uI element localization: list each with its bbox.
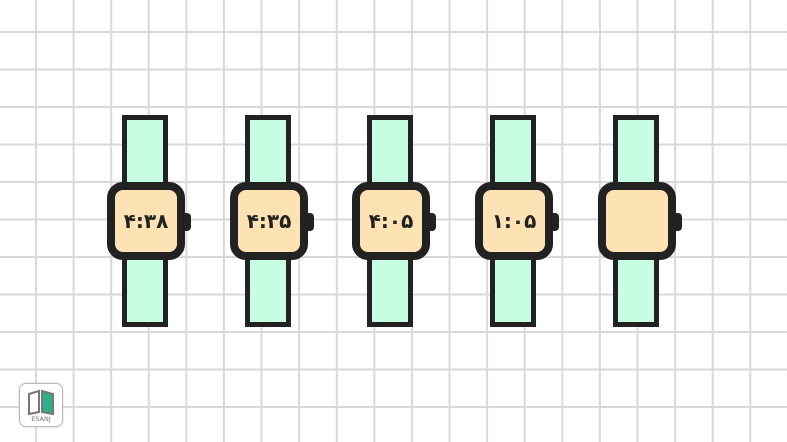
watch-face: ۴:۰۵ — [352, 182, 430, 260]
watch-strap-bottom — [367, 255, 413, 327]
watch-crown — [428, 213, 436, 231]
watch-2: ۴:۳۵ — [230, 115, 314, 327]
watch-crown — [183, 213, 191, 231]
watch-time: ۴:۰۵ — [368, 209, 414, 233]
watch-strap-top — [490, 115, 536, 187]
watch-strap-top — [613, 115, 659, 187]
watch-time: ۴:۳۸ — [123, 209, 169, 233]
watch-strap-bottom — [490, 255, 536, 327]
esanj-logo[interactable]: ESANJ — [19, 383, 63, 427]
watch-time: ۴:۳۵ — [246, 209, 292, 233]
watch-strap-top — [122, 115, 168, 187]
watch-1: ۴:۳۸ — [107, 115, 191, 327]
watch-crown — [674, 213, 682, 231]
watch-face: ۴:۳۵ — [230, 182, 308, 260]
watch-face: ۱:۰۵ — [475, 182, 553, 260]
watch-crown — [306, 213, 314, 231]
watch-4: ۱:۰۵ — [475, 115, 559, 327]
watch-strap-bottom — [613, 255, 659, 327]
watch-crown — [551, 213, 559, 231]
watch-strap-top — [367, 115, 413, 187]
watch-strap-bottom — [245, 255, 291, 327]
watch-5 — [598, 115, 682, 327]
watch-strap-bottom — [122, 255, 168, 327]
watch-strap-top — [245, 115, 291, 187]
watch-face: ۴:۳۸ — [107, 182, 185, 260]
svg-text:ESANJ: ESANJ — [31, 415, 51, 423]
watch-3: ۴:۰۵ — [352, 115, 436, 327]
watch-face — [598, 182, 676, 260]
watch-time: ۱:۰۵ — [491, 209, 537, 233]
book-icon: ESANJ — [28, 389, 54, 423]
